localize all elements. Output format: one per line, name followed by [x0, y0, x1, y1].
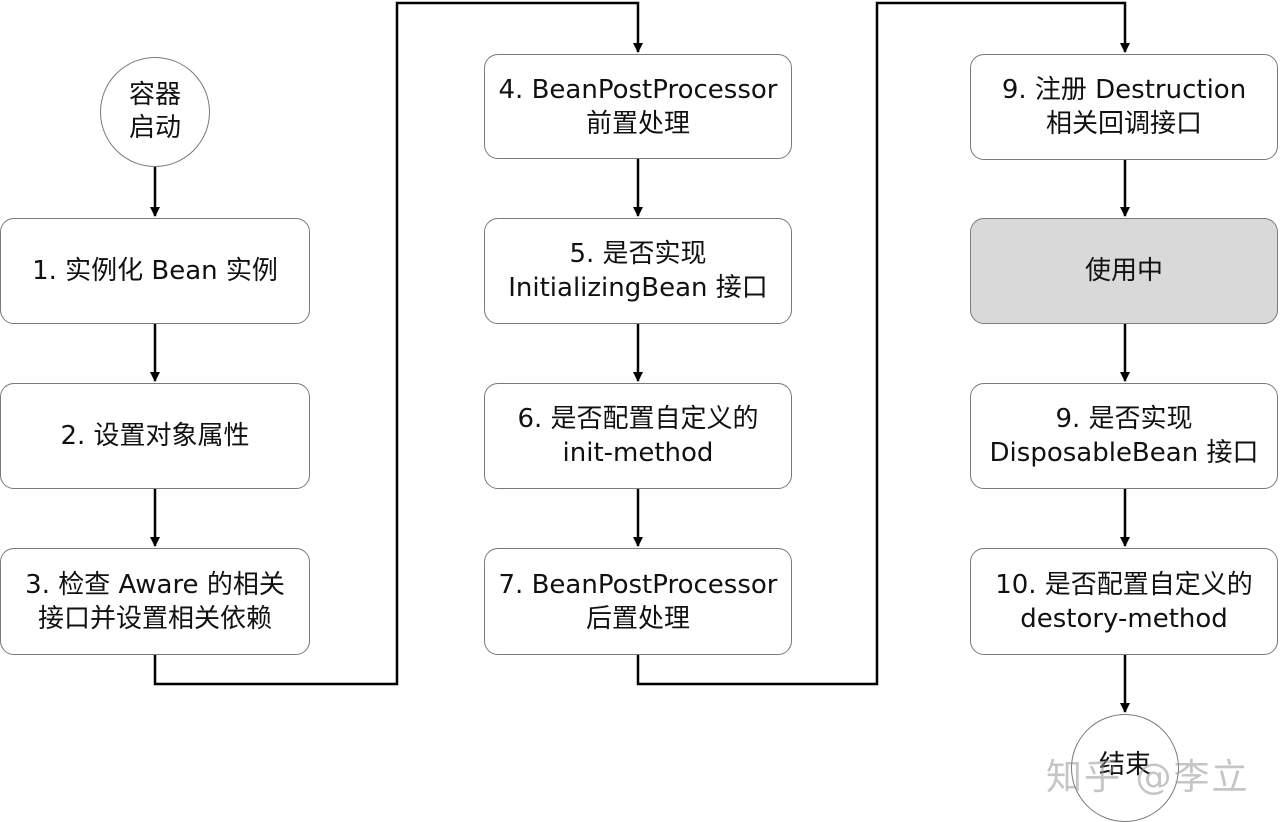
step-label-line-2: destory-method	[1020, 603, 1228, 634]
step-label-line-1: 10. 是否配置自定义的	[995, 569, 1253, 600]
watermark-text: 知乎 @李立	[1046, 757, 1250, 798]
step-bpp-before: 4. BeanPostProcessor 前置处理	[484, 54, 792, 159]
start-node: 容器 启动	[100, 57, 210, 167]
step-check-aware: 3. 检查 Aware 的相关 接口并设置相关依赖	[0, 548, 310, 655]
step-bpp-after: 7. BeanPostProcessor 后置处理	[484, 548, 792, 655]
step-disposable-bean: 9. 是否实现 DisposableBean 接口	[970, 383, 1278, 489]
step-label-line-2: DisposableBean 接口	[989, 438, 1259, 468]
step-label-line-2: InitializingBean 接口	[508, 273, 768, 303]
step-instantiate-bean: 1. 实例化 Bean 实例	[0, 218, 310, 324]
connector-step-7-to-step-9	[636, 1, 1130, 686]
step-label-line-2: 后置处理	[585, 603, 690, 634]
step-label-line-1: 7. BeanPostProcessor	[498, 569, 778, 600]
connector-step-3-to-step-4	[153, 1, 643, 686]
step-label-line-2: 前置处理	[585, 108, 690, 139]
step-destroy-method: 10. 是否配置自定义的 destory-method	[970, 548, 1278, 655]
end-node-label: 结束	[1098, 750, 1151, 780]
step-label: 2. 设置对象属性	[60, 421, 250, 451]
step-label-line-1: 4. BeanPostProcessor	[498, 74, 778, 105]
end-node: 结束	[1071, 714, 1179, 822]
step-label-line-2: 接口并设置相关依赖	[37, 603, 272, 634]
step-init-method: 6. 是否配置自定义的 init-method	[484, 383, 792, 489]
step-label-line-2: init-method	[562, 438, 714, 468]
step-register-destruction: 9. 注册 Destruction 相关回调接口	[970, 54, 1278, 160]
step-label-line-1: 6. 是否配置自定义的	[517, 404, 759, 434]
step-label-line-1: 5. 是否实现	[569, 239, 707, 269]
step-initializing-bean: 5. 是否实现 InitializingBean 接口	[484, 218, 792, 324]
step-label: 使用中	[1084, 256, 1163, 286]
start-node-line-2: 启动	[128, 113, 181, 143]
step-label-line-1: 3. 检查 Aware 的相关	[25, 569, 285, 600]
step-label-line-2: 相关回调接口	[1045, 109, 1202, 139]
step-set-properties: 2. 设置对象属性	[0, 383, 310, 489]
step-label: 1. 实例化 Bean 实例	[32, 256, 278, 286]
start-node-line-1: 容器	[128, 80, 181, 110]
step-label-line-1: 9. 注册 Destruction	[1001, 75, 1247, 105]
step-in-use: 使用中	[970, 218, 1278, 324]
step-label-line-1: 9. 是否实现	[1055, 404, 1193, 434]
